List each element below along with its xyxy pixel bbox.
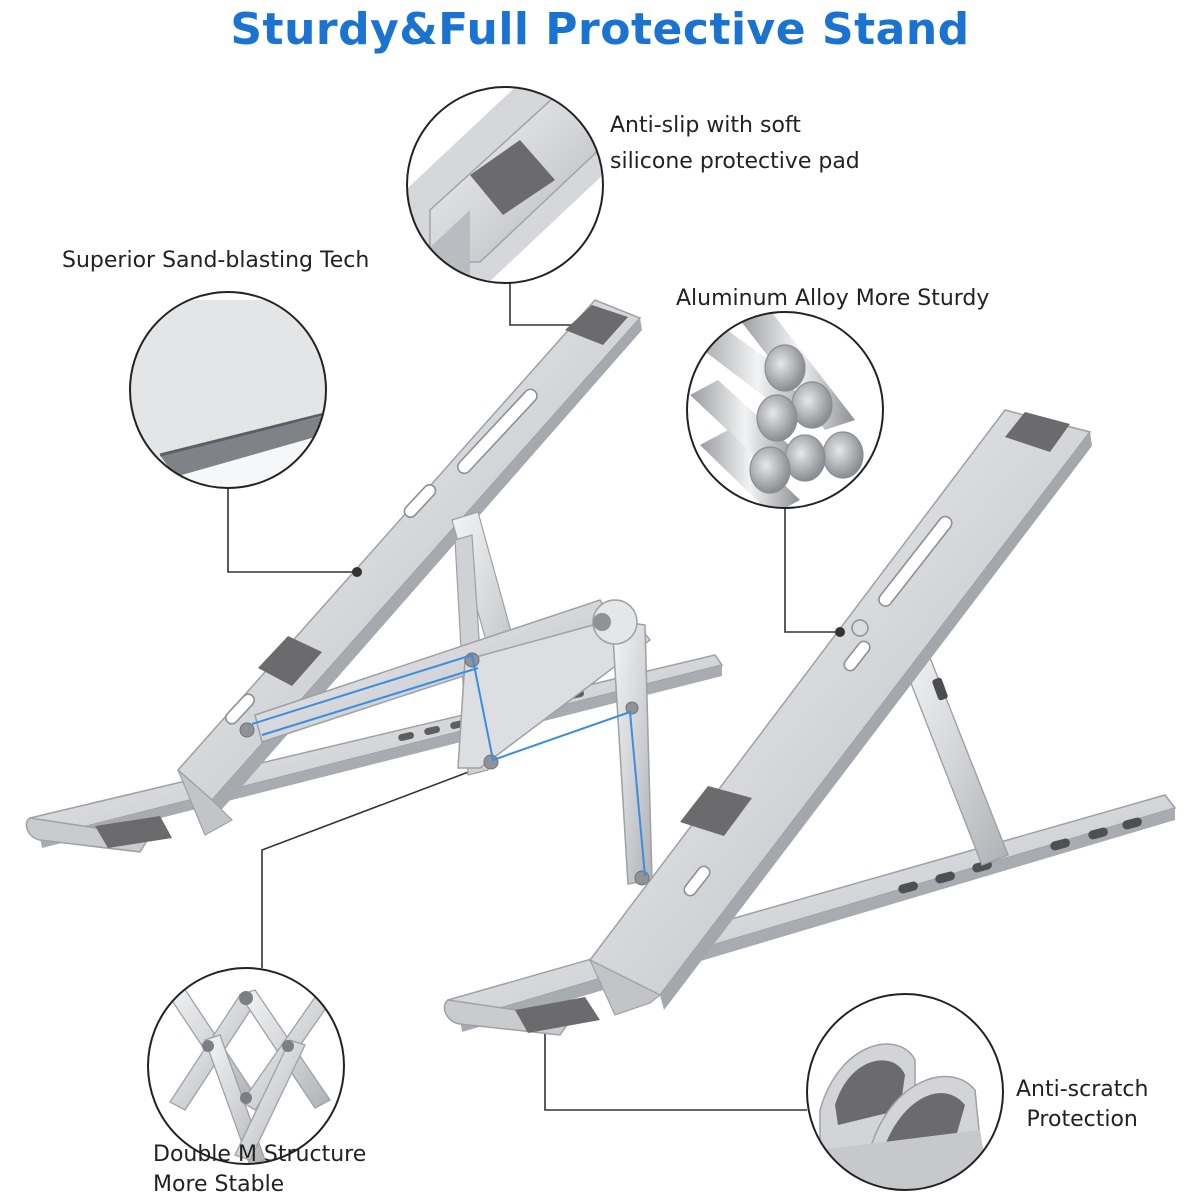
callout-lines [227, 282, 840, 1111]
feature-caption-sandblast: Superior Sand-blasting Tech [62, 248, 370, 273]
feature-caption-antiscratch-line1: Anti-scratch [1016, 1077, 1149, 1102]
right-stand [443, 409, 1177, 1036]
feature-caption-doublem: Double M Structure More Stable [153, 1140, 366, 1200]
feature-caption-antiscratch-line2: Protection [1026, 1107, 1138, 1132]
antislip-closeup-icon [406, 86, 604, 284]
left-stand [25, 299, 724, 886]
sandblast-closeup-icon [129, 291, 327, 489]
feature-caption-antislip-line2: silicone protective pad [610, 149, 860, 174]
feature-caption-doublem-line2: More Stable [153, 1172, 285, 1197]
callout-line-doublem [261, 764, 488, 968]
callout-line-antiscratch [544, 1010, 807, 1111]
feature-caption-antislip: Anti-slip with soft silicone protective … [610, 108, 860, 180]
feature-caption-antislip-line1: Anti-slip with soft [610, 113, 801, 138]
feature-caption-alloy: Aluminum Alloy More Sturdy [676, 286, 990, 311]
feature-caption-antiscratch: Anti-scratch Protection [1016, 1075, 1148, 1135]
doublem-closeup-icon [147, 967, 345, 1165]
antiscratch-closeup-icon [806, 993, 1004, 1191]
callout-line-alloy [784, 508, 840, 633]
callout-line-antislip [509, 282, 592, 326]
alloy-closeup-icon [686, 311, 884, 509]
callout-line-sandblast [227, 488, 356, 573]
page-title: Sturdy&Full Protective Stand [230, 4, 970, 55]
feature-caption-doublem-line1: Double M Structure [153, 1142, 367, 1167]
